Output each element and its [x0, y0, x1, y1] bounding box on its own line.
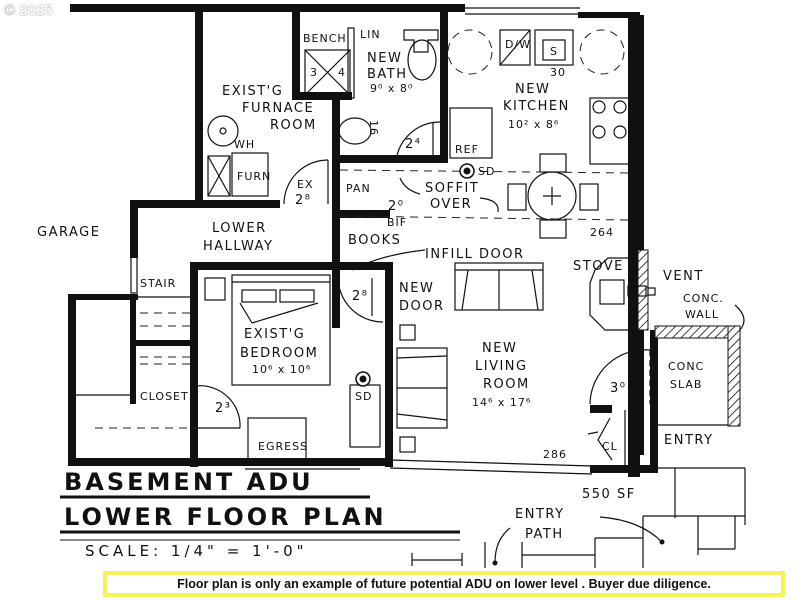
plan-scale: SCALE: 1/4" = 1'-0" — [85, 542, 308, 560]
label-egress: EGRESS — [258, 440, 308, 453]
label-conc-wall1: CONC. — [683, 292, 724, 305]
label-ex-door: EX — [297, 178, 314, 191]
label-door-20: 2⁰ — [388, 199, 404, 214]
label-living-dims: 14⁶ x 17⁶ — [472, 396, 531, 409]
stair — [76, 247, 195, 429]
label-entry-path2: PATH — [525, 527, 564, 542]
entry-path — [484, 467, 746, 568]
label-stair: STAIR — [140, 277, 176, 290]
label-entry: ENTRY — [664, 433, 714, 448]
label-kitchen-30: 30 — [550, 66, 566, 79]
label-sd-kitchen: SD — [478, 165, 495, 178]
copyright-watermark: © 2025 — [4, 2, 53, 19]
label-window-286: 286 — [543, 448, 567, 461]
label-ref: REF — [455, 143, 479, 156]
label-wh: WH — [234, 138, 255, 151]
disclaimer-text: Floor plan is only an example of future … — [177, 577, 711, 591]
label-door-30: 3⁰ — [610, 381, 626, 396]
label-bif: BIF — [387, 216, 407, 229]
toilet-icon — [403, 29, 439, 81]
label-new-door2: DOOR — [399, 299, 445, 314]
label-living1: NEW — [482, 341, 517, 356]
label-furn: FURN — [237, 170, 271, 183]
label-shower-4: 4 — [338, 66, 346, 79]
label-soffit1: SOFFIT — [425, 181, 479, 196]
label-stove: STOVE — [573, 259, 624, 274]
shower — [304, 27, 355, 99]
label-conc-slab2: SLAB — [670, 378, 702, 391]
label-bath-name2: BATH — [367, 67, 408, 82]
label-bath-dims: 9⁰ x 8⁰ — [370, 82, 413, 95]
label-bath-name1: NEW — [367, 51, 402, 66]
label-furnace2: FURNACE — [242, 101, 314, 116]
label-soffit2: OVER — [430, 197, 472, 212]
label-infill-door: INFILL DOOR — [425, 247, 525, 262]
label-kitchen-dims: 10² x 8⁶ — [508, 118, 559, 131]
label-entry-path1: ENTRY — [515, 507, 565, 522]
label-total-area: 550 SF — [582, 487, 636, 502]
label-bedroom-door: 2⁸ — [352, 289, 368, 304]
plan-title-line1: BASEMENT ADU — [64, 468, 314, 496]
label-lower2: HALLWAY — [203, 239, 273, 254]
label-kitchen-name1: NEW — [515, 82, 550, 97]
label-sink: S — [550, 45, 558, 58]
label-new-door1: NEW — [399, 281, 434, 296]
label-living3: ROOM — [483, 377, 530, 392]
label-pan: PAN — [346, 182, 371, 195]
label-bedroom1: EXIST'G — [244, 327, 305, 342]
label-furnace1: EXIST'G — [222, 84, 283, 99]
label-bedroom2: BEDROOM — [240, 346, 318, 361]
label-bedroom-dims: 10⁶ x 10⁶ — [252, 363, 311, 376]
label-ex-door-size: 2⁸ — [295, 193, 311, 208]
label-vent: VENT — [663, 269, 704, 284]
room-labels: BENCH LIN 3 4 NEW BATH 9⁰ x 8⁰ D/W S 30 … — [37, 28, 724, 542]
label-books: BOOKS — [348, 233, 401, 248]
plan-title-line2: LOWER FLOOR PLAN — [64, 503, 387, 531]
label-window-264: 264 — [590, 226, 614, 239]
title-block: BASEMENT ADU LOWER FLOOR PLAN SCALE: 1/4… — [60, 468, 463, 566]
label-shower-3: 3 — [310, 66, 318, 79]
kitchen-fixtures — [339, 29, 631, 239]
label-bench: BENCH — [303, 32, 347, 45]
concrete-wall-side — [727, 325, 741, 427]
label-living2: LIVING — [475, 359, 528, 374]
disclaimer-banner: Floor plan is only an example of future … — [103, 571, 785, 597]
bedroom-fixtures — [189, 274, 384, 461]
concrete-wall — [654, 325, 741, 339]
label-conc-slab1: CONC — [668, 360, 704, 373]
label-sd-bedroom: SD — [355, 390, 372, 403]
label-wall-16: 16 — [367, 120, 380, 136]
label-cl: CL — [602, 440, 618, 453]
label-garage: GARAGE — [37, 225, 100, 240]
label-closet: CLOSET — [140, 390, 189, 403]
label-kitchen-name2: KITCHEN — [503, 99, 570, 114]
furnace-fixtures — [207, 115, 441, 205]
label-furnace3: ROOM — [270, 118, 317, 133]
label-closet-door: 2³ — [215, 401, 231, 416]
label-door-24: 2⁴ — [405, 137, 421, 152]
label-lower1: LOWER — [212, 221, 267, 236]
label-lin: LIN — [360, 28, 381, 41]
walls — [68, 4, 658, 477]
annotation-arrows — [351, 177, 745, 435]
living-fixtures — [396, 257, 656, 465]
label-conc-wall2: WALL — [685, 308, 719, 321]
label-dw: D/W — [505, 38, 531, 51]
